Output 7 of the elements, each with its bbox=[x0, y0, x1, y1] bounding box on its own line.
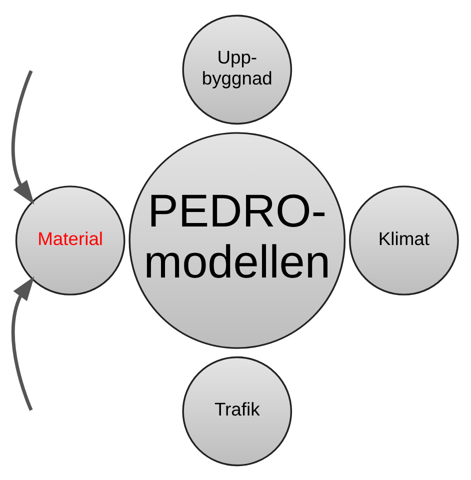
arrow bbox=[11, 276, 34, 410]
node-circle: Upp- byggnad bbox=[182, 14, 292, 124]
node-circle: PEDRO- modellen bbox=[128, 132, 346, 348]
node-circle: Material bbox=[15, 185, 126, 295]
arrow bbox=[11, 70, 34, 204]
node-circle: Klimat bbox=[349, 185, 459, 295]
node-circle: Trafik bbox=[182, 356, 292, 466]
